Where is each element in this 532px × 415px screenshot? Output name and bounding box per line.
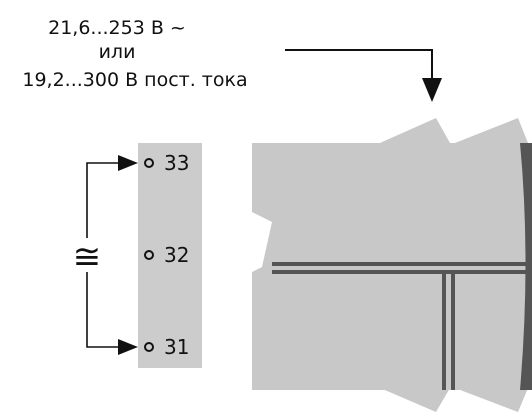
terminal-32: 32 <box>144 243 189 267</box>
supply-voltage-dc-label: 19,2...300 В пост. тока <box>22 69 247 91</box>
terminal-label: 32 <box>164 243 189 267</box>
arrow-to-terminal-33-icon <box>118 155 138 171</box>
ac-dc-symbol-icon: ≅ <box>73 237 102 277</box>
terminal-label: 33 <box>164 151 189 175</box>
terminal-33: 33 <box>144 151 189 175</box>
supply-connection-bracket <box>86 155 138 355</box>
terminal-31: 31 <box>144 335 189 359</box>
terminal-contact-icon <box>144 250 154 260</box>
terminal-contact-icon <box>144 342 154 352</box>
arrow-to-terminal-31-icon <box>118 339 138 355</box>
device-housing <box>252 118 532 412</box>
supply-arrow <box>285 49 442 102</box>
terminal-contact-icon <box>144 158 154 168</box>
terminal-label: 31 <box>164 335 189 359</box>
terminal-panel <box>138 143 202 368</box>
supply-voltage-ac-label: 21,6...253 В ~ <box>48 17 186 39</box>
supply-or-label: или <box>99 41 136 63</box>
